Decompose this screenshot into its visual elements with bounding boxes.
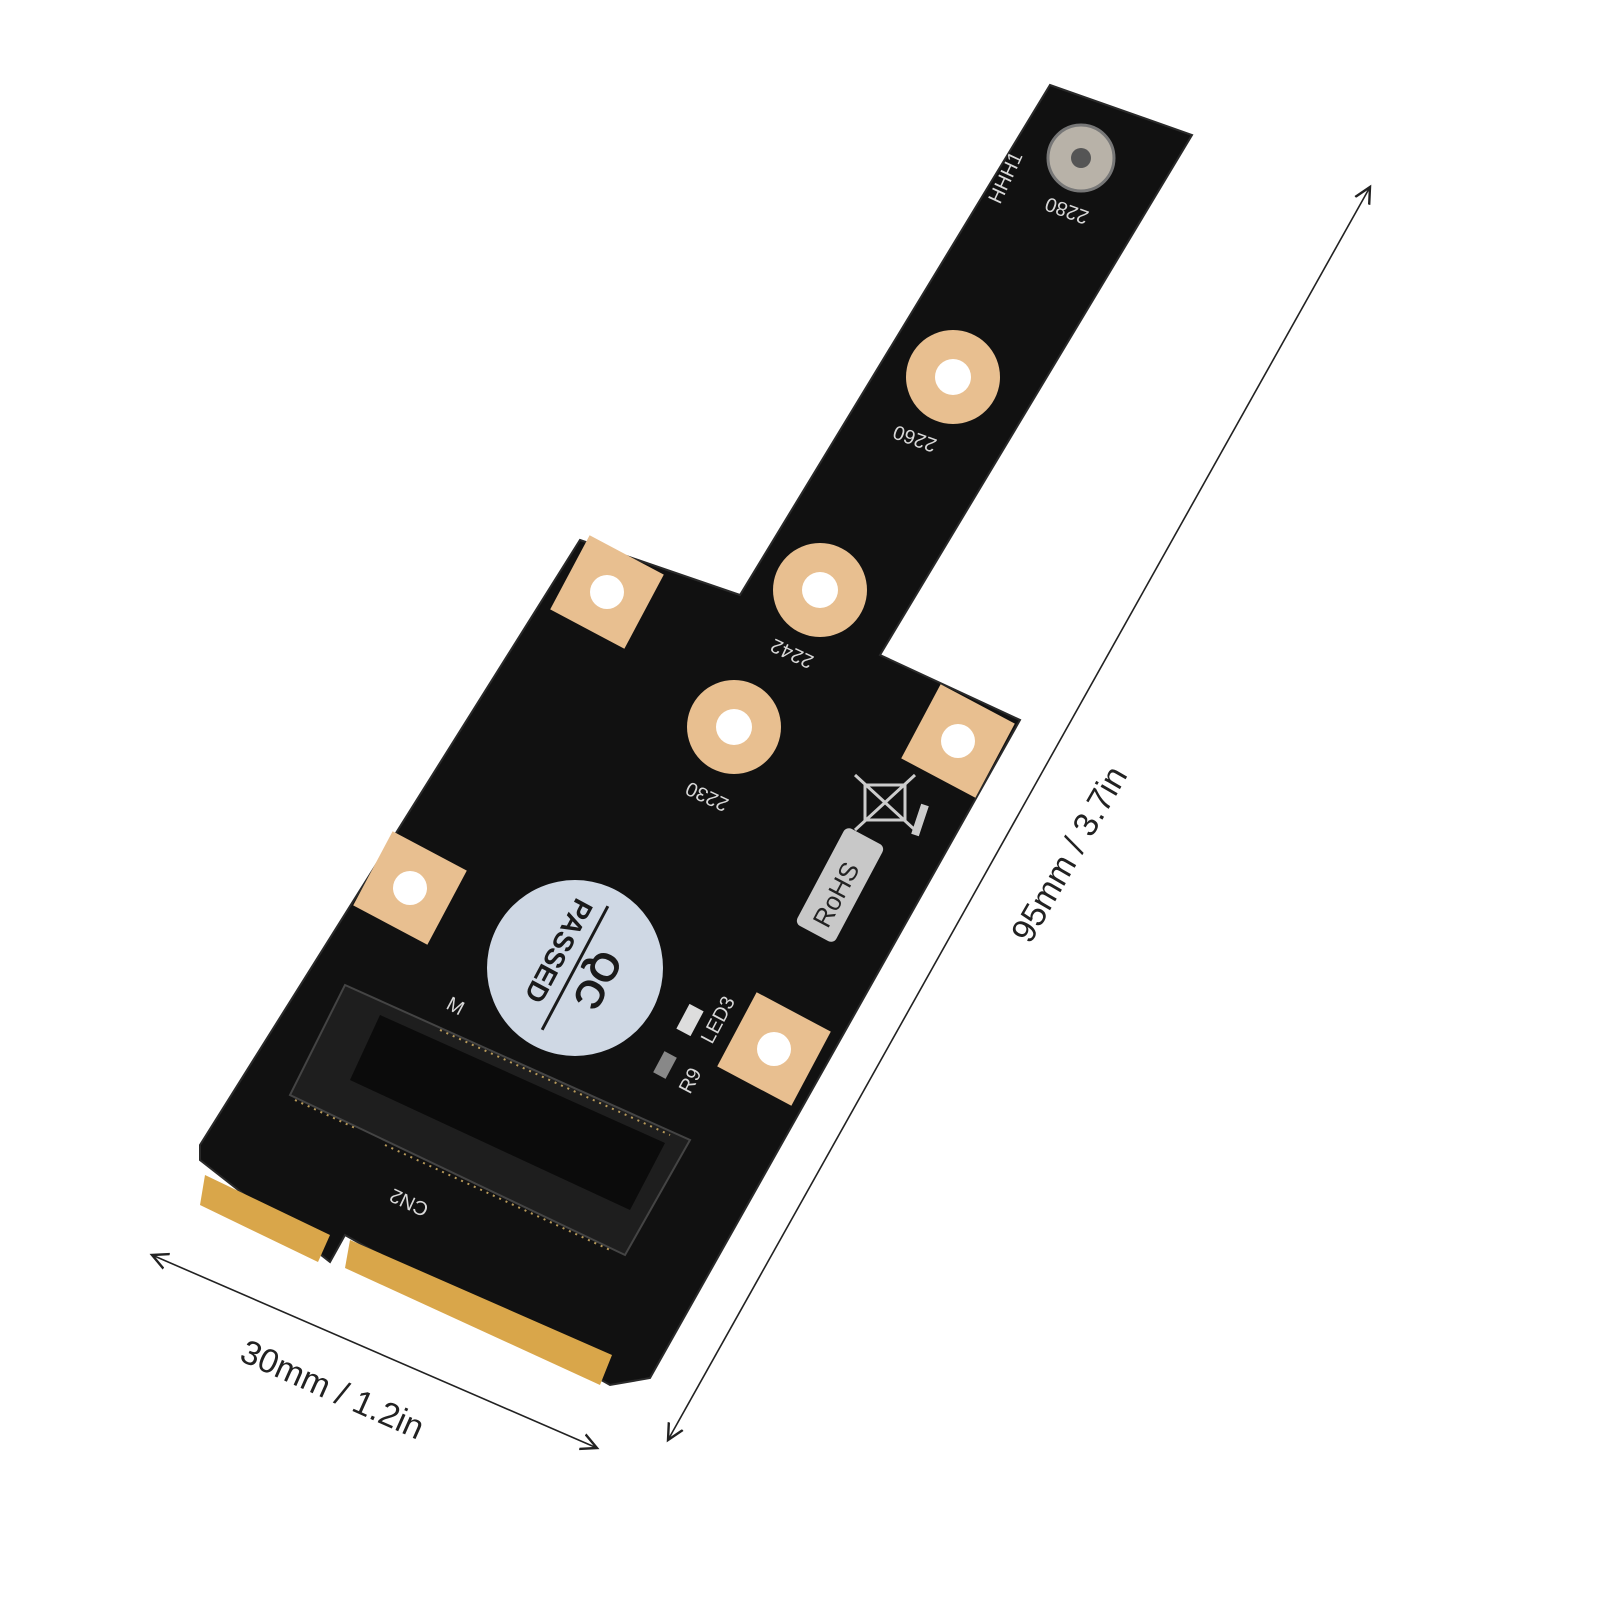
weee-bin-icon: [853, 773, 929, 837]
qc-sticker: QC PASSED: [487, 880, 663, 1056]
led3: [676, 1003, 704, 1037]
length-dimension-line: [668, 187, 1370, 1440]
gold-fingers: [200, 1175, 612, 1385]
resistor-r9: [653, 1051, 677, 1079]
standoff-holes: [687, 123, 1116, 774]
mounting-pads: [353, 535, 1015, 1106]
m2-connector: [288, 983, 692, 1257]
width-dimension-line: [152, 1255, 597, 1448]
length-label: 95mm / 3.7in: [1004, 760, 1135, 949]
width-label: 30mm / 1.2in: [235, 1333, 430, 1448]
